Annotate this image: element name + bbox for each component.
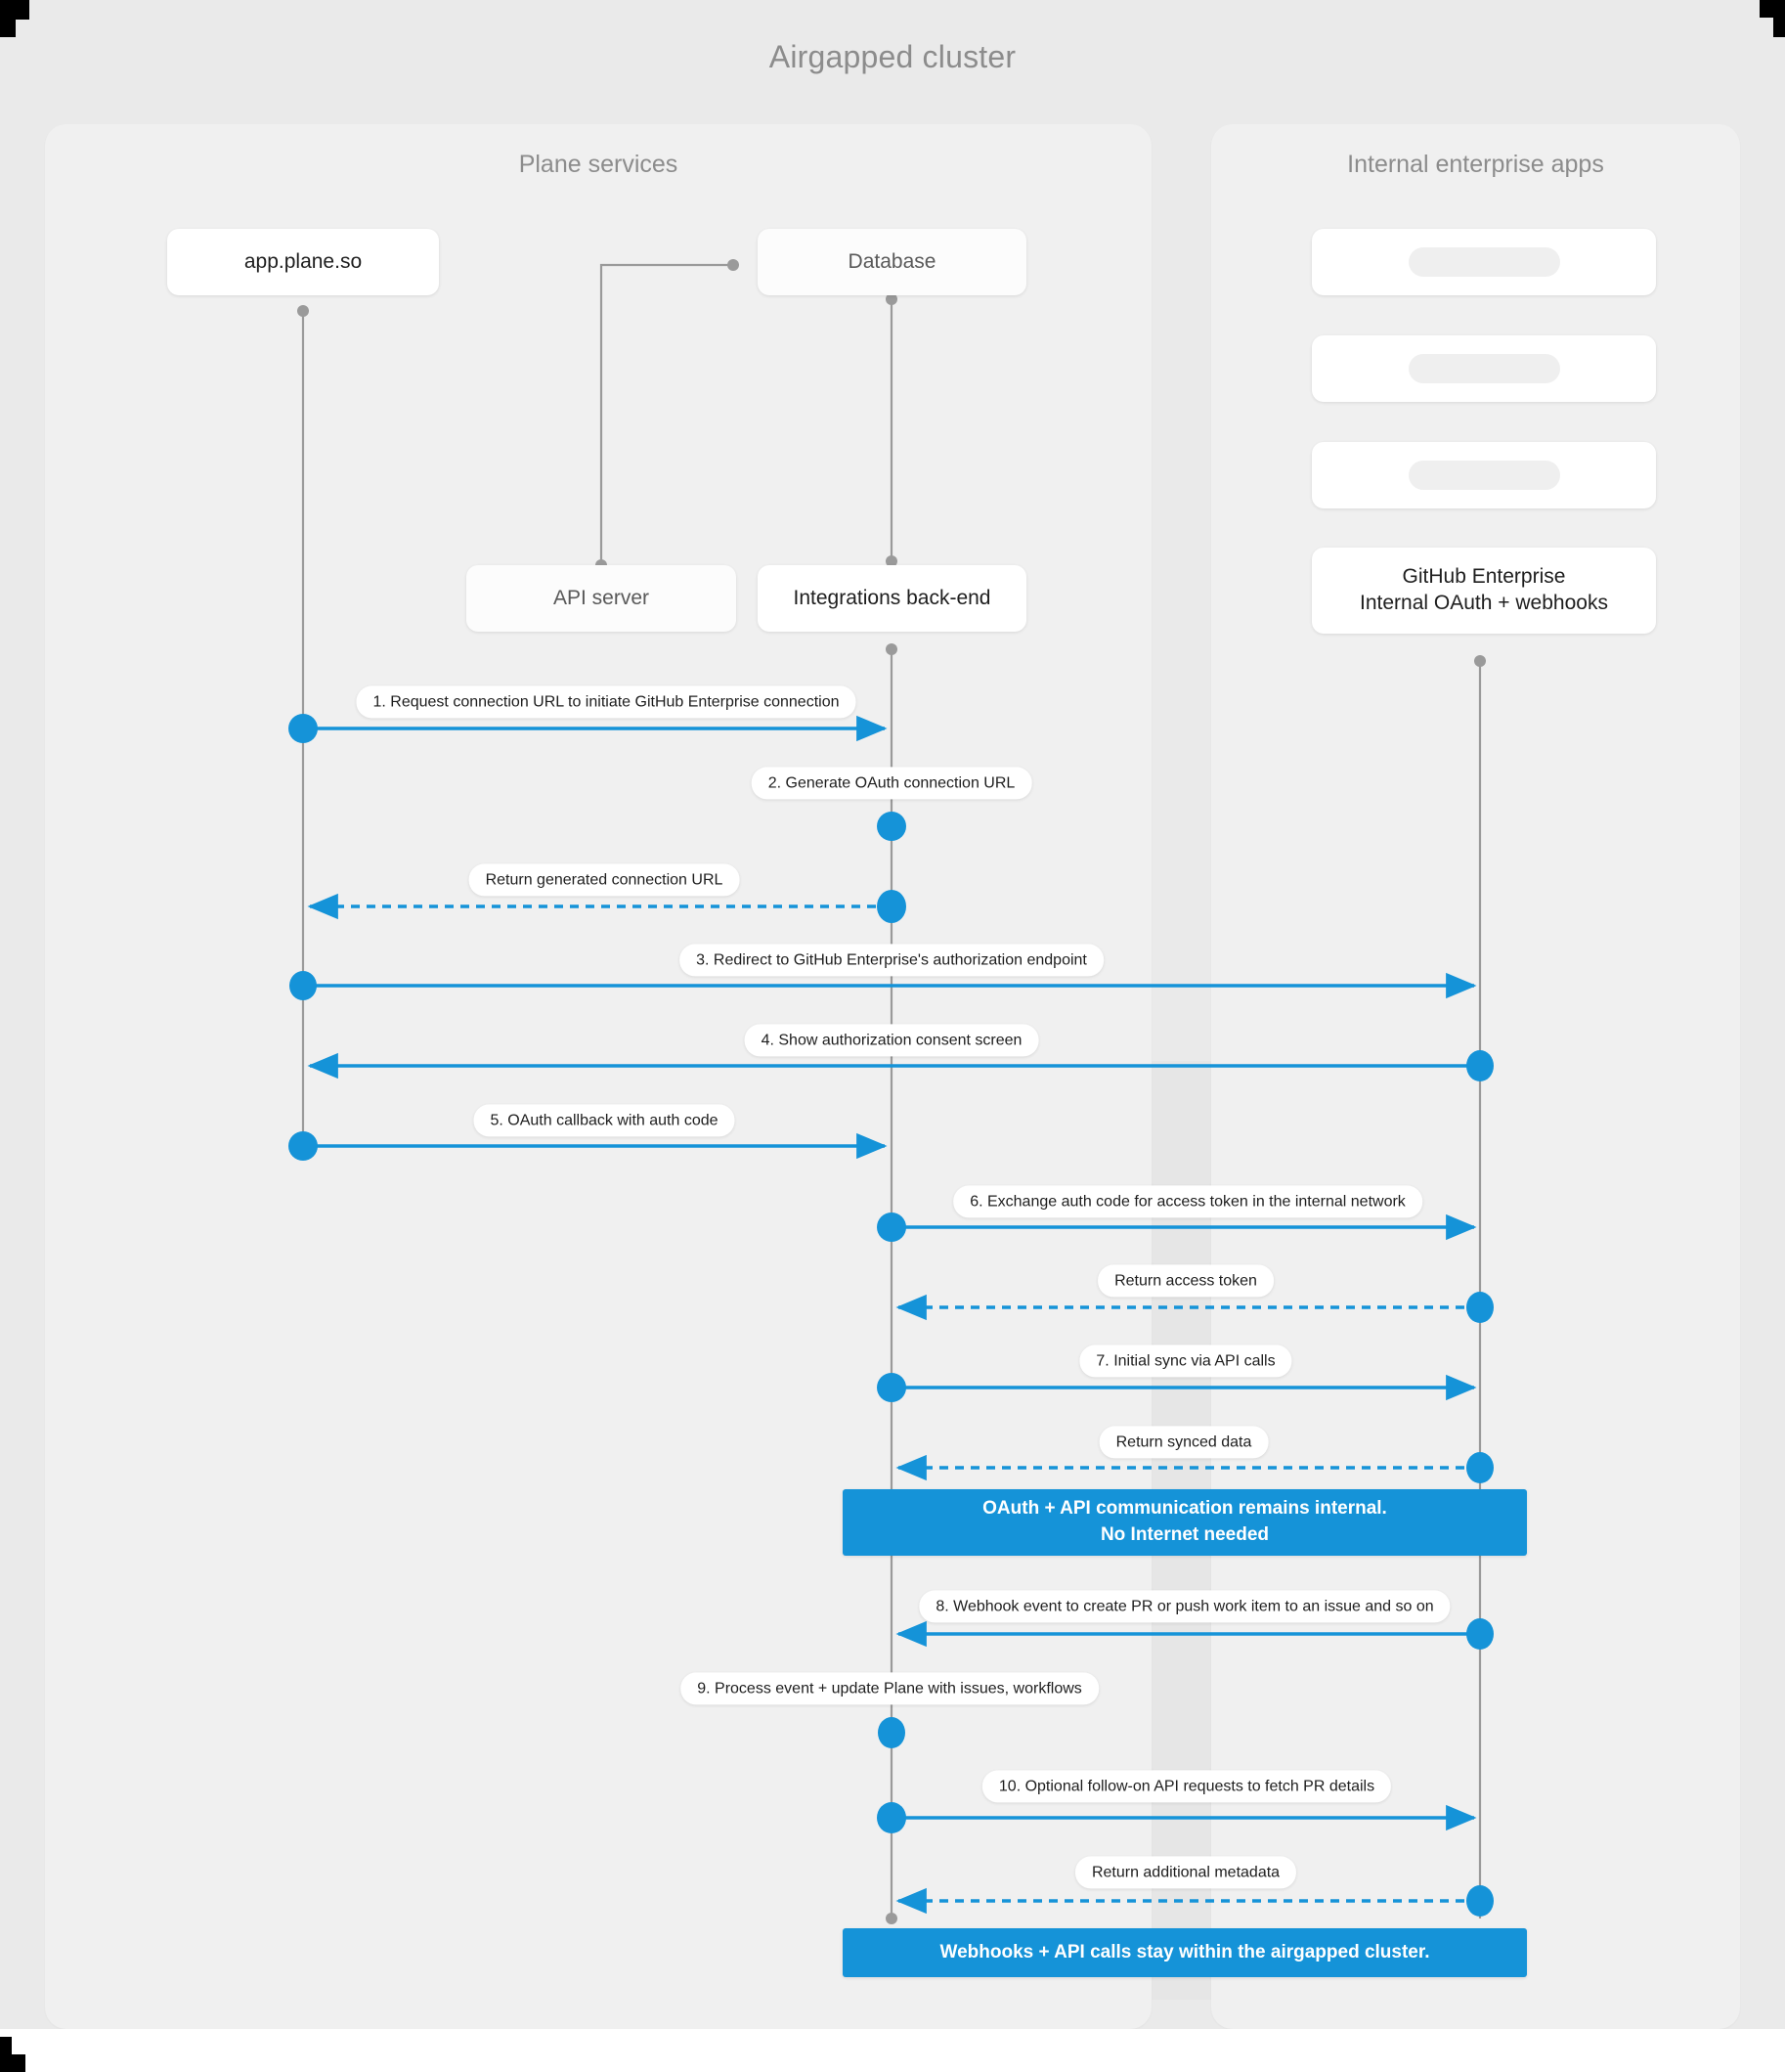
message-label-11: 8. Webhook event to create PR or push wo… bbox=[919, 1590, 1451, 1623]
group-plane-services: Plane services bbox=[45, 124, 1152, 2029]
note-webhooks-internal: Webhooks + API calls stay within the air… bbox=[843, 1928, 1527, 1977]
participant-integrations-backend[interactable]: Integrations back-end bbox=[758, 565, 1026, 632]
message-label-7: 6. Exchange auth code for access token i… bbox=[953, 1185, 1422, 1218]
participant-app-plane-so-label: app.plane.so bbox=[243, 249, 363, 273]
corner-mark-top-left-b bbox=[0, 20, 16, 37]
redacted-label-bar bbox=[1408, 461, 1560, 490]
group-internal-enterprise-apps-title: Internal enterprise apps bbox=[1347, 151, 1604, 178]
redacted-label-bar bbox=[1408, 354, 1560, 383]
message-label-10: Return synced data bbox=[1099, 1426, 1269, 1459]
message-label-9: 7. Initial sync via API calls bbox=[1079, 1345, 1292, 1378]
note-webhooks-internal-line1: Webhooks + API calls stay within the air… bbox=[939, 1941, 1430, 1962]
participant-database[interactable]: Database bbox=[758, 229, 1026, 295]
message-label-6: 5. OAuth callback with auth code bbox=[473, 1104, 735, 1137]
corner-mark-top-left-a bbox=[0, 0, 29, 20]
note-oauth-internal-line1: OAuth + API communication remains intern… bbox=[982, 1498, 1387, 1520]
message-label-8: Return access token bbox=[1098, 1264, 1274, 1298]
participant-github-enterprise[interactable]: GitHub Enterprise Internal OAuth + webho… bbox=[1312, 548, 1656, 634]
corner-mark-top-right-a bbox=[1760, 0, 1785, 18]
participant-github-enterprise-line1: GitHub Enterprise bbox=[1402, 565, 1566, 589]
enterprise-app-placeholder-3[interactable] bbox=[1312, 442, 1656, 508]
message-label-1: 1. Request connection URL to initiate Gi… bbox=[356, 685, 856, 719]
message-label-4: 3. Redirect to GitHub Enterprise's autho… bbox=[679, 944, 1104, 977]
participant-integrations-backend-label: Integrations back-end bbox=[793, 586, 991, 609]
message-label-12: 9. Process event + update Plane with iss… bbox=[680, 1672, 1099, 1705]
bottom-white-band bbox=[0, 2029, 1785, 2072]
corner-mark-bottom-left-a bbox=[0, 2054, 25, 2072]
message-label-2: 2. Generate OAuth connection URL bbox=[751, 767, 1032, 800]
page-title: Airgapped cluster bbox=[768, 39, 1017, 74]
message-label-13: 10. Optional follow-on API requests to f… bbox=[981, 1770, 1392, 1803]
note-oauth-internal-line2: No Internet needed bbox=[1100, 1524, 1270, 1545]
redacted-label-bar bbox=[1408, 247, 1560, 277]
message-label-3: Return generated connection URL bbox=[468, 863, 740, 897]
note-oauth-internal: OAuth + API communication remains intern… bbox=[843, 1489, 1527, 1556]
corner-mark-top-right-b bbox=[1773, 18, 1785, 37]
corner-mark-bottom-left-b bbox=[0, 2037, 12, 2054]
participant-github-enterprise-line2: Internal OAuth + webhooks bbox=[1360, 592, 1608, 614]
message-label-14: Return additional metadata bbox=[1074, 1856, 1297, 1889]
group-plane-services-title: Plane services bbox=[518, 151, 678, 178]
participant-api-server-label: API server bbox=[552, 586, 650, 609]
message-label-5: 4. Show authorization consent screen bbox=[744, 1024, 1039, 1057]
enterprise-app-placeholder-2[interactable] bbox=[1312, 335, 1656, 402]
participant-api-server[interactable]: API server bbox=[466, 565, 736, 632]
participant-github-enterprise-label: GitHub Enterprise Internal OAuth + webho… bbox=[1360, 564, 1608, 617]
enterprise-app-placeholder-1[interactable] bbox=[1312, 229, 1656, 295]
participant-database-label: Database bbox=[848, 249, 936, 273]
participant-app-plane-so[interactable]: app.plane.so bbox=[167, 229, 439, 295]
